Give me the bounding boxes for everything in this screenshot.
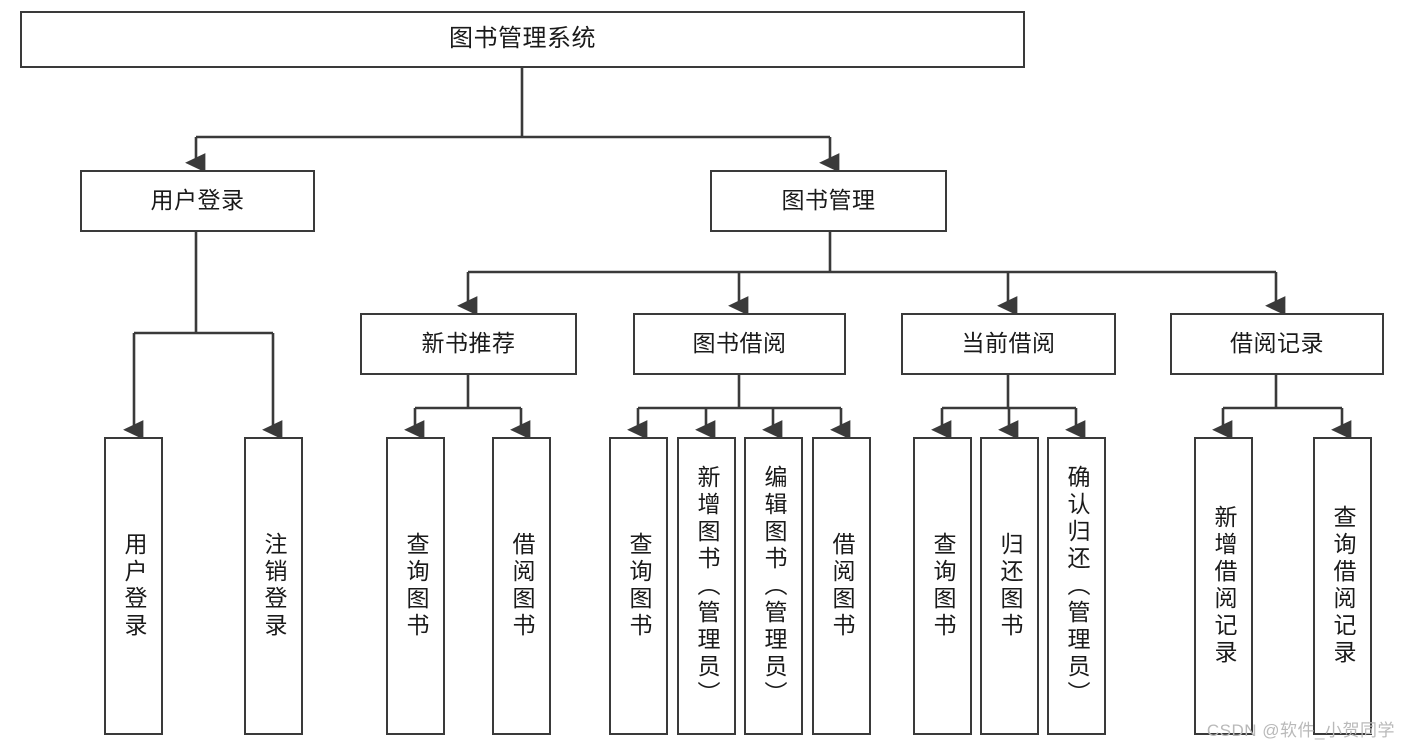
leaf-user-logout[interactable]: 注销登录 [244, 437, 303, 735]
leaf-query-borrow-record[interactable]: 查询借阅记录 [1313, 437, 1372, 735]
leaf-confirm-return-admin[interactable]: 确认归还（管理员） [1047, 437, 1106, 735]
node-label: 借阅图书 [829, 532, 855, 640]
node-root-book-management-system[interactable]: 图书管理系统 [20, 11, 1025, 68]
node-label: 新增图书（管理员） [694, 464, 720, 708]
leaf-query-book-recommendation[interactable]: 查询图书 [386, 437, 445, 735]
node-label: 新增借阅记录 [1211, 505, 1237, 667]
leaf-borrow-book[interactable]: 借阅图书 [812, 437, 871, 735]
node-label: 图书管理系统 [449, 25, 596, 53]
node-current-borrow[interactable]: 当前借阅 [901, 313, 1116, 375]
leaf-add-borrow-record[interactable]: 新增借阅记录 [1194, 437, 1253, 735]
node-label: 查询图书 [403, 532, 429, 640]
leaf-add-book-admin[interactable]: 新增图书（管理员） [677, 437, 736, 735]
node-book-borrow[interactable]: 图书借阅 [633, 313, 846, 375]
leaf-query-book-borrow[interactable]: 查询图书 [609, 437, 668, 735]
node-label: 借阅图书 [509, 532, 535, 640]
leaf-query-book-current[interactable]: 查询图书 [913, 437, 972, 735]
node-label: 借阅记录 [1230, 330, 1324, 357]
node-label: 图书管理 [781, 187, 876, 214]
leaf-edit-book-admin[interactable]: 编辑图书（管理员） [744, 437, 803, 735]
node-label: 注销登录 [261, 532, 287, 640]
node-label: 查询借阅记录 [1330, 505, 1356, 667]
node-new-book-recommendation[interactable]: 新书推荐 [360, 313, 577, 375]
node-label: 查询图书 [930, 532, 956, 640]
node-label: 查询图书 [626, 532, 652, 640]
leaf-user-login[interactable]: 用户登录 [104, 437, 163, 735]
node-label: 归还图书 [997, 532, 1023, 640]
node-label: 图书借阅 [692, 330, 787, 357]
node-label: 用户登录 [121, 532, 147, 640]
leaf-borrow-book-recommendation[interactable]: 借阅图书 [492, 437, 551, 735]
node-label: 新书推荐 [421, 330, 516, 357]
watermark-csdn: CSDN @软件_小贺同学 [1206, 721, 1395, 740]
leaf-return-book[interactable]: 归还图书 [980, 437, 1039, 735]
node-user-login[interactable]: 用户登录 [80, 170, 315, 232]
node-book-management[interactable]: 图书管理 [710, 170, 947, 232]
node-label: 用户登录 [150, 187, 245, 214]
node-borrow-record[interactable]: 借阅记录 [1170, 313, 1384, 375]
node-label: 当前借阅 [961, 330, 1056, 357]
node-label: 确认归还（管理员） [1064, 464, 1090, 708]
node-label: 编辑图书（管理员） [761, 464, 787, 708]
